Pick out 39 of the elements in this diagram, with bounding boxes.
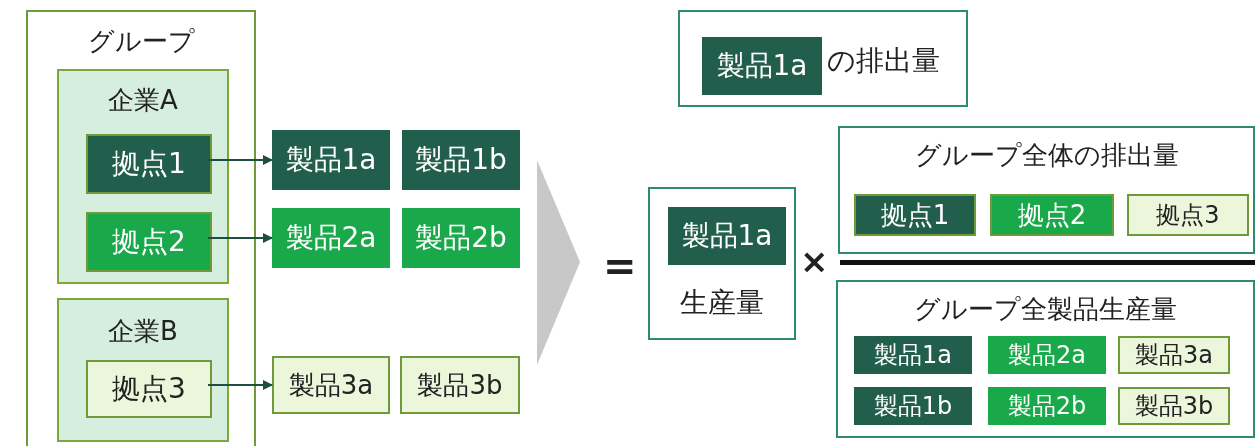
- group-box: [26, 10, 256, 446]
- product-box: 製品1a: [854, 336, 972, 374]
- site-box: 拠点1: [854, 194, 976, 236]
- box-title: の排出量: [827, 43, 940, 79]
- product-box: 製品3a: [272, 356, 390, 414]
- box-title: 企業A: [107, 84, 179, 117]
- product-box: 製品2b: [402, 208, 520, 268]
- box-title: グループ全体の排出量: [913, 139, 1180, 172]
- arrow: [207, 380, 273, 390]
- box-title: 企業B: [107, 315, 179, 348]
- company-box: [57, 69, 229, 284]
- product-box: 製品1a: [702, 37, 822, 95]
- product-box: 製品1a: [668, 207, 786, 265]
- formula-box: [838, 126, 1255, 254]
- arrow: [207, 155, 273, 165]
- formula-box: [648, 187, 796, 340]
- company-box: [57, 298, 229, 442]
- product-box: 製品1b: [854, 387, 972, 425]
- multiplication-sign: ×: [800, 244, 829, 278]
- product-box: 製品2b: [988, 387, 1106, 425]
- product-box: 製品3b: [1118, 387, 1230, 425]
- site-box: 拠点3: [1127, 194, 1249, 236]
- box-title: グループ: [86, 25, 196, 58]
- product-box: 製品2a: [272, 208, 390, 268]
- site-box: 拠点1: [86, 134, 212, 194]
- product-box: 製品1b: [402, 130, 520, 190]
- formula-box: [836, 280, 1255, 438]
- site-box: 拠点3: [86, 360, 212, 418]
- product-box: 製品1a: [272, 130, 390, 190]
- arrow: [207, 233, 273, 243]
- product-box: 製品2a: [988, 336, 1106, 374]
- site-box: 拠点2: [990, 194, 1114, 236]
- site-box: 拠点2: [86, 212, 212, 272]
- box-title: グループ全製品生産量: [913, 293, 1178, 326]
- product-box: 製品3b: [400, 356, 520, 414]
- box-title: 生産量: [679, 285, 765, 321]
- equals-sign: =: [603, 246, 637, 286]
- product-box: 製品3a: [1118, 336, 1230, 374]
- formula-box: [678, 10, 968, 107]
